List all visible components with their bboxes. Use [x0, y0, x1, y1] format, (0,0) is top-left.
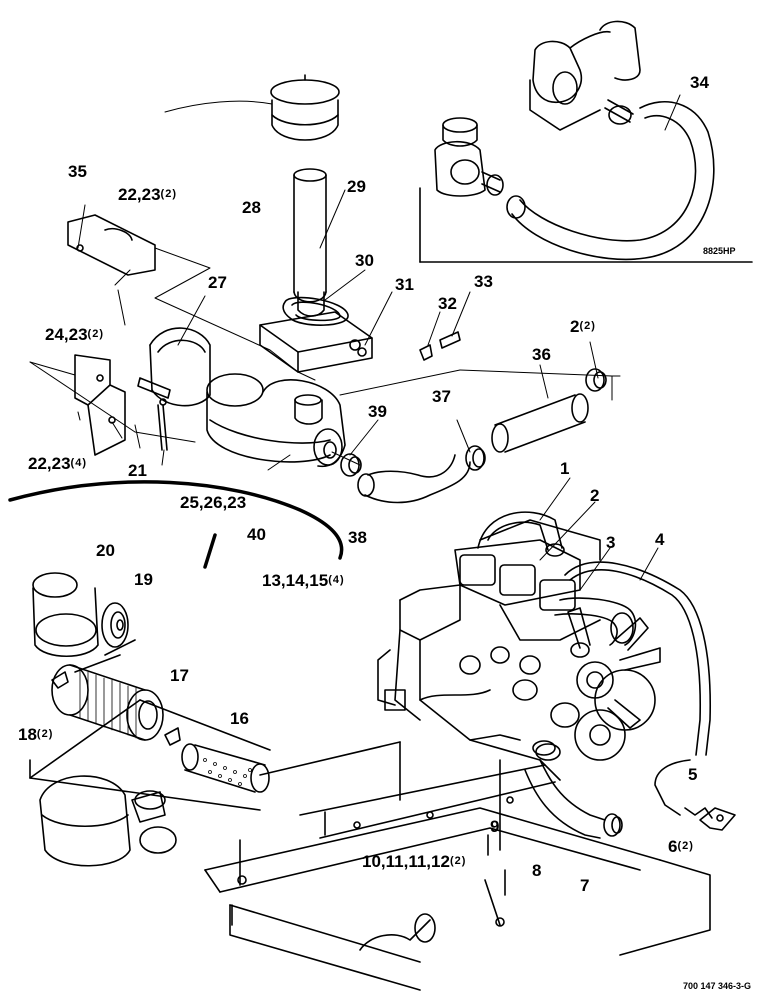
callout-32: 32	[438, 294, 457, 313]
callout-16: 16	[230, 709, 249, 728]
drain-line-5-6	[654, 759, 736, 831]
clamp-2-upper	[585, 368, 607, 392]
callout-1: 1	[560, 459, 570, 478]
detail-arc	[8, 480, 344, 569]
clamp-39	[340, 453, 362, 477]
callout-40: 40	[247, 525, 266, 544]
callout-18: 18(2)	[18, 725, 54, 744]
callout-9: 9	[490, 817, 500, 836]
filter-cover-20	[32, 572, 99, 657]
mount-plate	[67, 214, 156, 276]
callout-3: 3	[606, 533, 616, 552]
callout-2-engine: 2	[590, 486, 600, 505]
breather-tube-4	[564, 561, 712, 756]
callout-35: 35	[68, 162, 87, 181]
bolt-25	[157, 398, 168, 451]
clamp-9	[532, 740, 556, 756]
callout-7: 7	[580, 876, 590, 895]
bolt-31	[349, 339, 367, 357]
callout-22-23-top: 22,23(2)	[118, 185, 177, 204]
bracket-21	[74, 354, 126, 456]
pulley-fan	[512, 607, 661, 761]
callout-27: 27	[208, 273, 227, 292]
callout-25-26-23: 25,26,23	[180, 493, 247, 512]
clamp-37	[465, 445, 486, 471]
callout-38: 38	[348, 528, 367, 547]
callout-22-23-bottom: 22,23(4)	[28, 454, 87, 473]
hose-36	[491, 393, 589, 453]
filter-housing-lower	[29, 639, 271, 867]
callout-2-top: 2(2)	[570, 317, 596, 336]
stack-tube-29	[293, 168, 327, 317]
turbo-elbow-1	[477, 511, 565, 557]
callout-8: 8	[532, 861, 542, 880]
clamp-7	[603, 813, 623, 837]
callout-6: 6(2)	[668, 837, 694, 856]
callout-17: 17	[170, 666, 189, 685]
callout-34: 34	[690, 73, 709, 92]
air-cleaner-40	[206, 373, 346, 468]
callout-19: 19	[134, 570, 153, 589]
callout-36: 36	[532, 345, 551, 364]
engine	[377, 519, 601, 781]
valve-19	[101, 602, 129, 648]
callout-28: 28	[242, 198, 261, 217]
hose-38	[357, 454, 471, 504]
callout-5: 5	[688, 765, 698, 784]
callout-31: 31	[395, 275, 414, 294]
frame	[204, 741, 711, 991]
inset-hose-34	[506, 100, 715, 261]
callout-24-23: 24,23(2)	[45, 325, 104, 344]
leader-lines	[29, 94, 681, 591]
callout-30: 30	[355, 251, 374, 270]
callout-13-14-15: 13,14,15(4)	[262, 571, 345, 590]
callout-39: 39	[368, 402, 387, 421]
bracket-30	[259, 296, 373, 373]
callout-33: 33	[474, 272, 493, 291]
callout-37: 37	[432, 387, 451, 406]
drawing-number: 700 147 346-3-G	[683, 981, 752, 991]
fittings-32-33	[419, 331, 461, 361]
callout-4: 4	[655, 530, 665, 549]
precleaner-28	[270, 74, 340, 141]
wing-nuts-18	[51, 671, 181, 746]
band-27	[137, 327, 211, 407]
safety-filter-16	[181, 743, 270, 793]
callout-20: 20	[96, 541, 115, 560]
callout-21: 21	[128, 461, 147, 480]
inset-frame	[419, 187, 753, 263]
inset-intake-assembly	[529, 20, 641, 131]
inset-tag: 8825HP	[703, 246, 736, 256]
callout-10-11-11-12: 10,11,11,12(2)	[362, 852, 467, 871]
inset-outlet	[434, 117, 504, 197]
callout-29: 29	[347, 177, 366, 196]
